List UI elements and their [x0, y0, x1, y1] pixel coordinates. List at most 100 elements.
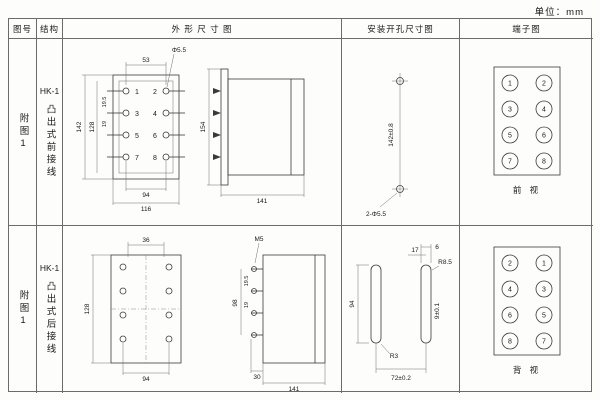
row2-terminal-diagram: 2 1 4 3 6 5 8 7 背 视: [493, 246, 560, 375]
terminal-pin: 5: [542, 312, 546, 319]
terminal-pin: 2: [542, 81, 546, 88]
terminal-circles: 1 2 3 4 5 6 7 8: [501, 74, 552, 170]
row2-rear-view: 36 128 94: [84, 237, 182, 383]
dim-pitch-a: 19.5: [102, 97, 108, 108]
dim-pitch-b: 19: [102, 121, 108, 127]
mounting-slot-left: [370, 264, 382, 343]
dim-hole-spacing: 142±0.8: [388, 123, 395, 147]
dim-hole-callout: 2-Φ5.5: [366, 211, 386, 218]
terminal-number: 1: [135, 89, 139, 96]
terminal-pin: 1: [542, 260, 546, 267]
row2-terminal-cell: 2 1 4 3 6 5 8 7 背 视: [460, 226, 593, 393]
mounting-flange: [220, 68, 229, 186]
header-structure: 结构: [37, 19, 63, 39]
terminal-circles: 2 1 4 3 6 5 8 7: [501, 254, 552, 349]
row2-outline-cell: 36 128 94 M5: [63, 226, 342, 393]
dim-bottom-outer: 116: [141, 206, 152, 213]
terminal-pin: 7: [542, 338, 546, 345]
row2-fig-no-text: 附图1: [17, 290, 29, 329]
dim-height-inner: 128: [89, 121, 96, 132]
row1-outline-cell: 1 2 3 4 5 6 7 8 53 Φ5.5: [63, 39, 342, 226]
dim-slot-length: 9±0.1: [434, 302, 441, 319]
row1-terminal-cell: 1 2 3 4 5 6 7 8 前 视: [460, 39, 593, 226]
dim-screw: M5: [254, 236, 263, 243]
rear-holes: [119, 263, 173, 342]
row1-structure: HK-1 凸出式前接线: [37, 39, 63, 226]
terminal-numbers: 1 2 3 4 5 6 7 8: [135, 89, 157, 162]
row2-structure-text: 凸出式后接线: [44, 281, 56, 356]
header-outline: 外 形 尺 寸 图: [63, 19, 342, 39]
dim-depth-small: 30: [253, 374, 261, 381]
terminal-number: 4: [153, 111, 157, 118]
dim-hole-diameter: Φ5.5: [172, 47, 187, 54]
terminal-pin: 3: [508, 107, 512, 114]
row1-model: HK-1: [39, 85, 60, 96]
dim-offset-top: 17: [411, 247, 419, 254]
row2-mounting-drawing: 17 6 R8.5 94 9±0.1 R3 72±0.2: [349, 243, 452, 382]
view-label-front: 前 视: [512, 185, 540, 195]
dim-top-width: 53: [142, 57, 150, 64]
terminal-pin: 8: [542, 159, 546, 166]
terminal-pin: 4: [542, 107, 546, 114]
terminal-number: 6: [153, 133, 157, 140]
terminal-studs: [107, 87, 185, 161]
terminal-number: 3: [135, 111, 139, 118]
row2-mounting-cell: 17 6 R8.5 94 9±0.1 R3 72±0.2: [342, 226, 460, 393]
front-view-dimensions: 53 Φ5.5 142 128 19.5 19 94: [76, 47, 186, 213]
dim-pitch-a: 19.5: [244, 275, 250, 286]
row2-fig-no: 附图1: [9, 226, 37, 393]
terminal-pin: 4: [508, 286, 512, 293]
dim-side-height: 154: [200, 121, 207, 132]
dim-slot-width: 6: [435, 244, 439, 251]
row1-fig-no-text: 附图1: [17, 112, 29, 152]
row2-outline-drawing: 36 128 94 M5: [84, 236, 326, 393]
dim-slot-height: 94: [349, 300, 356, 308]
row1-side-view: 154 141: [200, 68, 305, 205]
dim-rear-top-width: 36: [142, 237, 150, 244]
row1-fig-no: 附图1: [9, 39, 37, 226]
terminal-pin: 3: [542, 286, 546, 293]
dim-height-outer: 142: [76, 121, 83, 132]
dim-pitch-b: 19: [244, 301, 250, 307]
spec-table: 图号 结构 外 形 尺 寸 图 安装开孔尺寸图 端子图 附图1 HK-1 凸出式…: [8, 18, 593, 393]
terminal-pin: 6: [542, 133, 546, 140]
dim-radius-outer: R8.5: [438, 259, 452, 266]
view-label-rear: 背 视: [512, 365, 540, 375]
row2-model: HK-1: [39, 263, 60, 273]
terminal-number: 7: [135, 155, 139, 162]
dim-side-depth: 141: [257, 198, 268, 205]
relay-body-side: [262, 254, 326, 363]
row1-front-view: 1 2 3 4 5 6 7 8 53 Φ5.5: [76, 47, 186, 213]
dim-stud-span: 98: [232, 299, 239, 307]
mounting-holes: 142±0.8 2-Φ5.5: [366, 73, 408, 218]
dim-bottom-inner: 94: [142, 192, 150, 199]
row1-outline-drawing: 1 2 3 4 5 6 7 8 53 Φ5.5: [76, 47, 305, 213]
terminal-number: 8: [153, 155, 157, 162]
terminal-number: 5: [135, 133, 139, 140]
header-terminal: 端子图: [460, 19, 593, 39]
relay-body-outline: [112, 74, 180, 180]
terminal-block-outline: [493, 246, 560, 355]
mounting-slot-right: [420, 264, 432, 343]
unit-note: 单位：mm: [534, 7, 584, 18]
row1-terminal-diagram: 1 2 3 4 5 6 7 8 前 视: [493, 66, 560, 195]
terminal-pin: 6: [508, 312, 512, 319]
terminal-block-outline: [493, 66, 560, 176]
row1-mounting-cell: 142±0.8 2-Φ5.5: [342, 39, 460, 226]
dim-slot-spacing: 72±0.2: [391, 375, 411, 382]
terminal-pin: 8: [508, 338, 512, 345]
dim-rear-bottom: 94: [142, 376, 150, 383]
header-fig-no: 图号: [9, 19, 37, 39]
dim-rear-height: 128: [84, 303, 91, 314]
row2-structure: HK-1 凸出式后接线: [37, 226, 63, 393]
relay-body-side: [227, 78, 305, 176]
terminal-pin: 5: [508, 133, 512, 140]
terminal-pin: 7: [508, 159, 512, 166]
row1-structure-text: 凸出式前接线: [44, 103, 56, 179]
rear-terminal-studs: [251, 265, 263, 338]
mounting-slots: 17 6 R8.5 94 9±0.1 R3 72±0.2: [349, 243, 452, 382]
dim-radius-inner: R3: [390, 353, 399, 360]
row1-mounting-drawing: 142±0.8 2-Φ5.5: [366, 73, 408, 218]
relay-cover-outline: [118, 80, 174, 174]
